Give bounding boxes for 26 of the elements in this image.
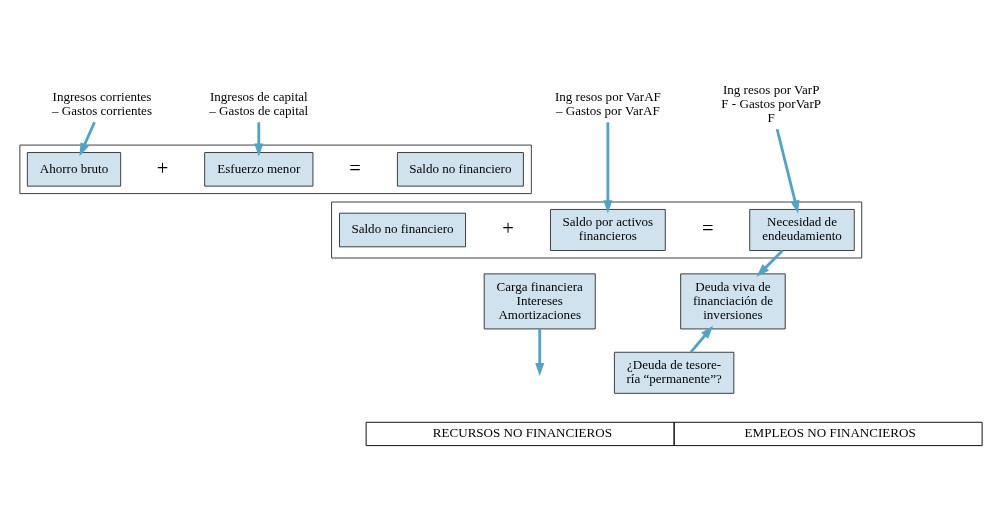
label: + [156,156,169,179]
node-text: Ing resos por VarP F - Gastos porVarP F [721,81,822,125]
node-box: Deuda viva de financiación de inversiones [680,273,786,330]
node-box: ¿Deuda de tesore- ría “permanente”? [613,351,735,394]
arrow [775,128,800,214]
node-box: Ahorro bruto [26,152,122,187]
node-box: Saldo no financiero [339,212,466,248]
arrow [79,121,96,157]
arrow [756,249,784,277]
arrow [603,122,613,214]
arrow [254,122,264,157]
label: + [502,217,514,240]
node-text: Ingresos corrientes – Gastos corrientes [52,88,152,118]
label: = [349,156,361,179]
node-text: Ing resos por VarAF – Gastos por VarAF [554,88,661,118]
arrow [689,325,714,353]
node-box: Saldo por activos financieros [550,209,666,251]
node-box: Carga financiera Intereses Amortizaciones [483,273,596,330]
label: RECURSOS NO FINANCIEROS [432,425,612,441]
node-box: Saldo no financiero [396,152,524,187]
arrow [535,329,545,377]
node-text: Ingresos de capital – Gastos de capital [209,88,309,118]
label: = [701,217,714,240]
node-box: Esfuerzo menor [204,152,314,187]
node-box: Necesidad de endeudamiento [749,209,855,251]
label: EMPLEOS NO FINANCIEROS [744,425,916,441]
